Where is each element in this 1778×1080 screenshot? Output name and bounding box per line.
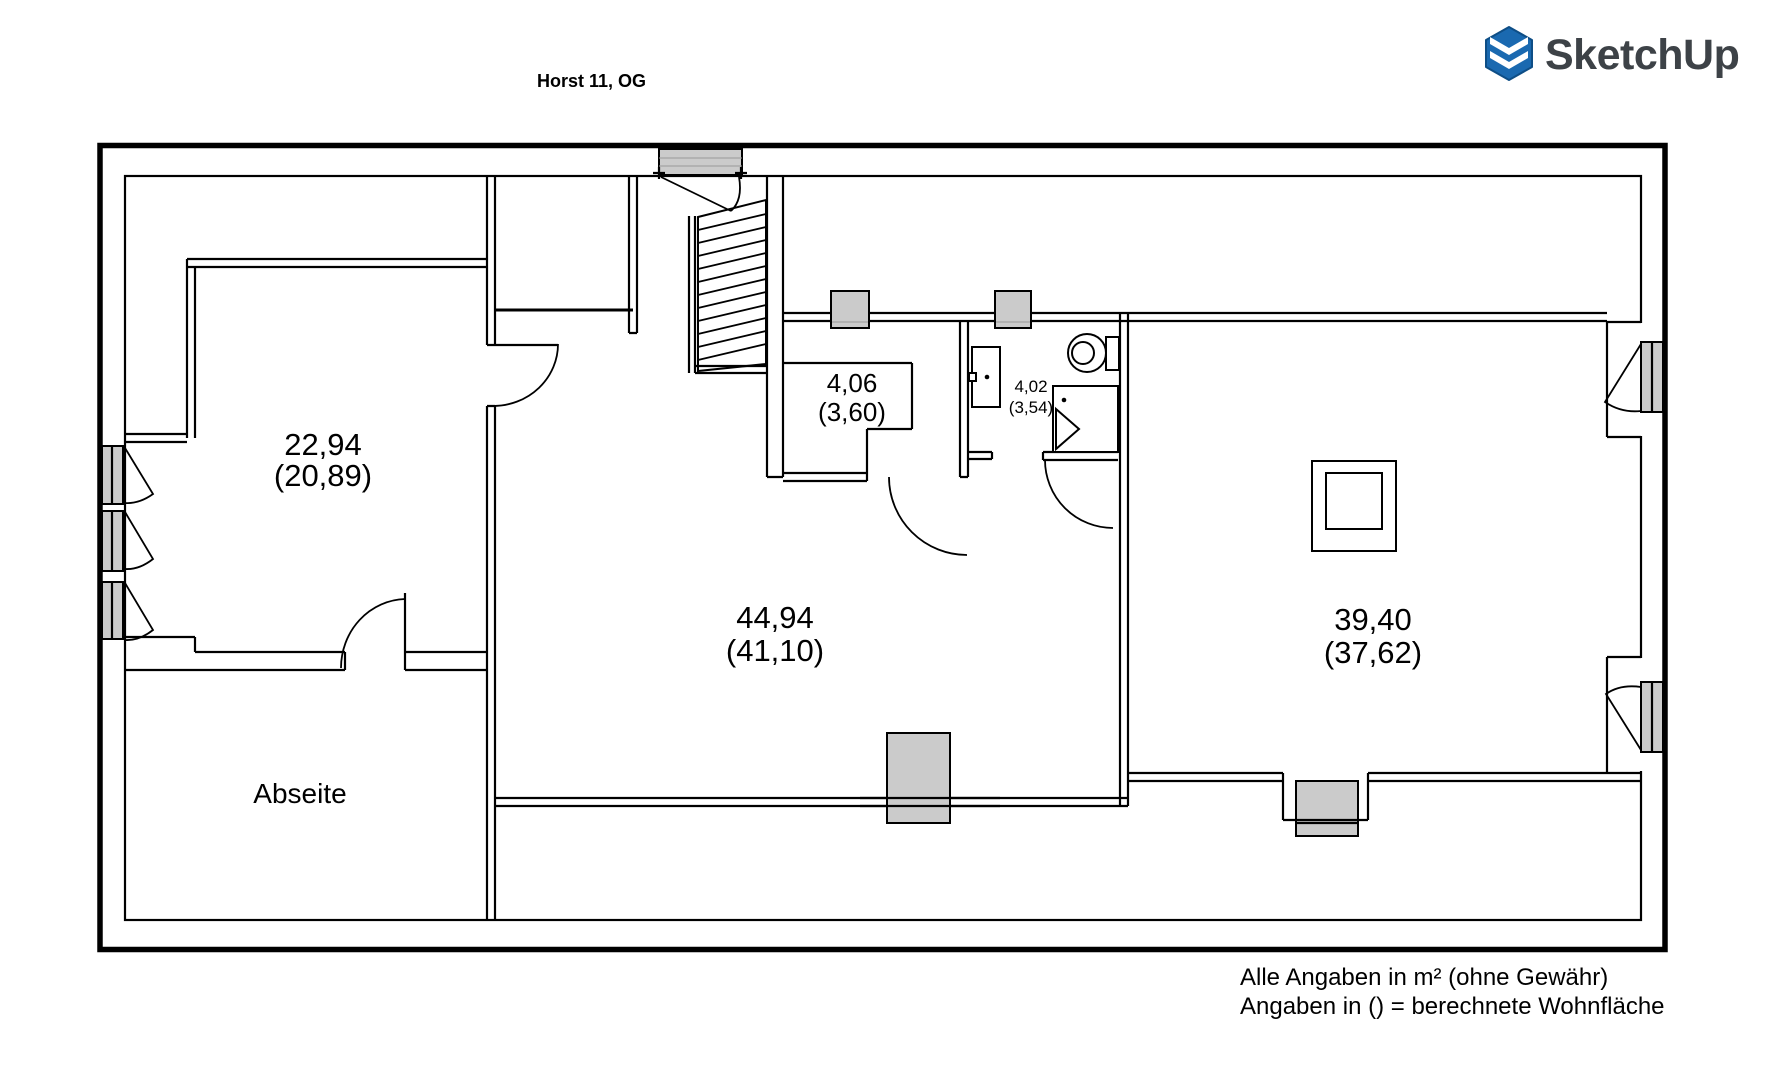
sketchup-logo-icon: [1485, 26, 1533, 81]
bottom-dormer-window: [1128, 771, 1607, 837]
logo-stripe: [1490, 37, 1528, 55]
room-label-small-area: 4,06: [827, 368, 878, 398]
door-left-room: [340, 593, 407, 670]
room-label-right-area: 39,40: [1334, 602, 1412, 637]
chimney-shaft-symbol: [1311, 460, 1397, 552]
room-label-bath-living: (3,54): [1009, 398, 1053, 417]
room-label-right-living: (37,62): [1324, 635, 1422, 670]
room-label-left-living: (20,89): [274, 458, 372, 493]
knee-wall-windows: [830, 290, 1032, 329]
legend-line-1: Alle Angaben in m² (ohne Gewähr): [1240, 964, 1608, 991]
chimney-symbol: [886, 732, 951, 824]
left-windows: [101, 445, 155, 641]
door-stair-hall: [492, 343, 559, 407]
window-swing-icon: [1604, 685, 1642, 751]
brand-name: SketchUp: [1545, 31, 1739, 79]
stair-icon: [687, 198, 767, 375]
room-label-bath-area: 4,02: [1014, 377, 1047, 396]
window-swing-icon: [124, 511, 155, 570]
window-swing-icon: [124, 582, 155, 641]
door-leaf-open: [968, 346, 1001, 408]
room-label-left-area: 22,94: [284, 427, 362, 462]
door-centre-room: [888, 476, 968, 556]
entrance-door: [653, 148, 747, 212]
page-title: Horst 11, OG: [537, 71, 646, 91]
window-swing-icon: [1603, 343, 1642, 413]
toilet-icon: [1067, 333, 1120, 373]
room-label-small-living: (3,60): [818, 397, 886, 427]
interior-walls: [124, 176, 1607, 920]
door-bathroom: [1044, 459, 1114, 529]
legend-line-2: Angaben in () = berechnete Wohnfläche: [1240, 993, 1665, 1020]
right-window-lower: [1604, 655, 1664, 783]
wall-through-chimney: [860, 796, 1000, 808]
sketchup-logo: SketchUp: [1485, 26, 1740, 81]
logo-cube-outline: [1485, 26, 1533, 81]
right-window-upper: [1603, 320, 1664, 439]
window-swing-icon: [124, 447, 155, 504]
building-outline: [97, 142, 1668, 953]
logo-stripe: [1490, 51, 1528, 69]
shower-icon: [1052, 385, 1119, 453]
room-label-abseite: Abseite: [253, 778, 346, 809]
room-label-centre-area: 44,94: [736, 600, 814, 635]
room-label-centre-living: (41,10): [726, 633, 824, 668]
